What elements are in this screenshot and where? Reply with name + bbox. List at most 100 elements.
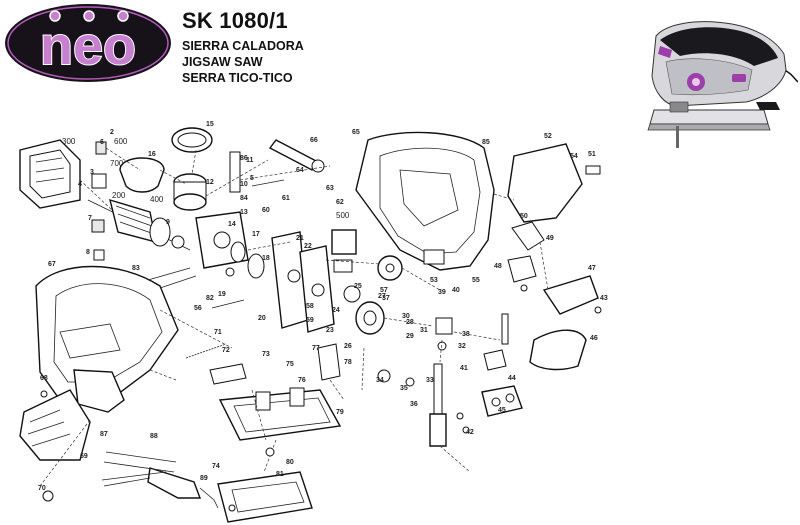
label-7: 7 bbox=[88, 215, 92, 222]
label-68: 68 bbox=[40, 375, 48, 382]
guide-rod bbox=[268, 139, 320, 171]
brush-spring bbox=[93, 249, 105, 261]
label-48: 48 bbox=[494, 263, 502, 270]
label-600: 600 bbox=[114, 137, 128, 146]
label-12: 12 bbox=[206, 179, 214, 186]
label-16: 16 bbox=[148, 151, 156, 158]
label-72: 72 bbox=[222, 347, 230, 354]
label-20: 20 bbox=[258, 315, 266, 322]
handle-grip bbox=[73, 369, 125, 413]
label-61: 61 bbox=[282, 195, 290, 202]
label-60: 60 bbox=[262, 207, 270, 214]
label-39: 39 bbox=[438, 289, 446, 296]
counterweight bbox=[331, 229, 357, 255]
label-2: 2 bbox=[110, 129, 114, 136]
label-38: 38 bbox=[462, 331, 470, 338]
label-52: 52 bbox=[544, 133, 552, 140]
block-guide bbox=[435, 317, 453, 335]
label-42: 42 bbox=[466, 429, 474, 436]
gear-assembly bbox=[173, 173, 207, 211]
dust-cover bbox=[529, 329, 587, 371]
label-54: 54 bbox=[570, 153, 578, 160]
screw-right bbox=[585, 165, 601, 175]
label-80: 80 bbox=[286, 459, 294, 466]
label-15: 15 bbox=[206, 121, 214, 128]
label-74: 74 bbox=[212, 463, 220, 470]
label-44: 44 bbox=[508, 375, 516, 382]
label-3: 3 bbox=[90, 169, 94, 176]
label-29: 29 bbox=[406, 333, 414, 340]
label-8: 8 bbox=[86, 249, 90, 256]
plunger-rod bbox=[433, 363, 443, 415]
label-28: 28 bbox=[406, 319, 414, 326]
product-name-en: JIGSAW SAW bbox=[182, 55, 263, 69]
label-83: 83 bbox=[132, 265, 140, 272]
label-22: 22 bbox=[304, 243, 312, 250]
base-plate bbox=[218, 389, 342, 441]
label-89: 89 bbox=[200, 475, 208, 482]
label-6: 6 bbox=[100, 139, 104, 146]
label-26: 26 bbox=[344, 343, 352, 350]
label-45: 45 bbox=[498, 407, 506, 414]
label-17: 17 bbox=[252, 231, 260, 238]
logo-text: neo bbox=[40, 16, 136, 76]
label-62: 62 bbox=[336, 199, 344, 206]
shaft bbox=[229, 151, 241, 193]
label-14: 14 bbox=[228, 221, 236, 228]
bevel-lever bbox=[209, 363, 247, 385]
neo-logo: neo bbox=[5, 4, 171, 82]
label-49: 49 bbox=[546, 235, 554, 242]
label-33: 33 bbox=[426, 377, 434, 384]
product-name-pt: SERRA TICO-TICO bbox=[182, 71, 293, 85]
main-housing bbox=[355, 131, 495, 271]
label-87: 87 bbox=[100, 431, 108, 438]
label-31: 31 bbox=[420, 327, 428, 334]
label-88: 88 bbox=[150, 433, 158, 440]
label-81: 81 bbox=[276, 471, 284, 478]
brush bbox=[91, 173, 107, 189]
label-10: 10 bbox=[240, 181, 248, 188]
washer bbox=[230, 241, 246, 263]
label-23: 23 bbox=[326, 327, 334, 334]
label-85: 85 bbox=[482, 139, 490, 146]
guide-roller-block bbox=[481, 385, 523, 417]
label-21: 21 bbox=[296, 235, 304, 242]
label-78: 78 bbox=[344, 359, 352, 366]
product-name-es: SIERRA CALADORA bbox=[182, 39, 304, 53]
label-84: 84 bbox=[240, 195, 248, 202]
label-58: 58 bbox=[306, 303, 314, 310]
label-82: 82 bbox=[206, 295, 214, 302]
label-11: 11 bbox=[246, 157, 254, 164]
label-56: 56 bbox=[194, 305, 202, 312]
label-64: 64 bbox=[296, 167, 304, 174]
exploded-parts-diagram: 300 600 700 200 400 500 2 3 4 5 6 7 8 9 … bbox=[19, 121, 608, 523]
label-30: 30 bbox=[402, 313, 410, 320]
label-34: 34 bbox=[376, 377, 384, 384]
label-5: 5 bbox=[250, 175, 254, 182]
label-57: 57 bbox=[380, 287, 388, 294]
label-86: 86 bbox=[240, 155, 248, 162]
label-69: 69 bbox=[80, 453, 88, 460]
base-shoe bbox=[217, 471, 313, 523]
support-pin bbox=[501, 313, 509, 345]
label-500: 500 bbox=[336, 211, 350, 220]
label-37: 37 bbox=[382, 295, 390, 302]
label-59: 59 bbox=[306, 317, 314, 324]
brush-holder-bottom bbox=[91, 219, 105, 233]
model-number: SK 1080/1 bbox=[182, 8, 288, 33]
motor-stator bbox=[19, 139, 81, 209]
dust-adaptor bbox=[147, 467, 202, 499]
label-27: 27 bbox=[378, 293, 386, 300]
label-47: 47 bbox=[588, 265, 596, 272]
label-76: 76 bbox=[298, 377, 306, 384]
label-71: 71 bbox=[214, 329, 222, 336]
rear-cover bbox=[507, 143, 583, 223]
side-plate bbox=[542, 275, 599, 315]
title-block: SK 1080/1 SIERRA CALADORA JIGSAW SAW SER… bbox=[182, 8, 304, 88]
fan bbox=[119, 157, 165, 193]
label-41: 41 bbox=[460, 365, 468, 372]
label-46: 46 bbox=[590, 335, 598, 342]
label-35: 35 bbox=[400, 385, 408, 392]
label-77: 77 bbox=[312, 345, 320, 352]
label-50: 50 bbox=[520, 213, 528, 220]
